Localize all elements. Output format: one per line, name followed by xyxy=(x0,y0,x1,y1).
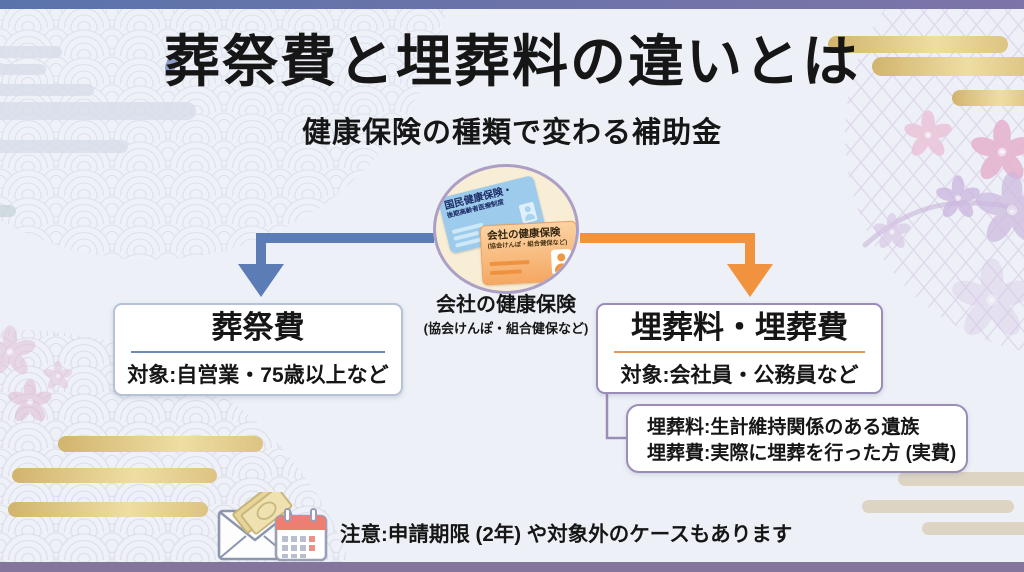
lattice-pattern-top-right xyxy=(845,0,1024,352)
funeral-box-divider xyxy=(131,351,385,354)
beige-cloud xyxy=(898,472,1024,486)
gold-cloud xyxy=(8,502,208,517)
top-border-bar xyxy=(0,0,1024,9)
person-icon xyxy=(523,205,531,213)
gold-cloud xyxy=(952,90,1024,106)
gold-cloud xyxy=(872,57,1024,76)
money-icon xyxy=(232,492,293,535)
kasumi-cloud xyxy=(0,64,46,75)
flow-arrow-right xyxy=(580,233,773,297)
burial-box-target: 対象:会社員・公務員など xyxy=(620,364,859,388)
circle-caption-note: (協会けんぽ・組合健保など) xyxy=(423,321,589,336)
footer-note-text: 注意:申請期限 (2年) や対象外のケースもあります xyxy=(340,523,793,546)
beige-cloud xyxy=(862,500,1014,513)
gold-cloud xyxy=(12,468,217,483)
detail-box-connector xyxy=(605,393,627,440)
photo-placeholder xyxy=(550,248,573,275)
company-insurance-card: 会社の健康保険 (協会けんぽ・組合健保など) xyxy=(479,220,576,286)
beige-cloud xyxy=(922,522,1024,535)
burial-detail-box: 埋葬料:生計維持関係のある遺族 埋葬費:実際に埋葬を行った方 (実費) xyxy=(626,404,968,473)
insurance-cards-illustration: 国民健康保険・ 後期高齢者医療制度 会社の健康保険 (協会けんぽ・組合健保など) xyxy=(433,164,579,294)
kasumi-cloud xyxy=(0,102,196,120)
funeral-box-target: 対象:自営業・75歳以上など xyxy=(127,364,389,388)
flow-arrow-left xyxy=(238,233,434,297)
kasumi-cloud xyxy=(0,140,128,153)
kasumi-cloud xyxy=(0,205,16,217)
photo-placeholder xyxy=(518,201,538,224)
person-icon xyxy=(557,253,566,262)
bottom-border-bar xyxy=(0,562,1024,572)
card-stripe xyxy=(489,260,530,267)
calendar-icon xyxy=(274,508,328,562)
funeral-box-title: 葬祭費 xyxy=(211,310,305,345)
kasumi-cloud xyxy=(0,84,94,96)
page-title: 葬祭費と埋葬料の違いとは xyxy=(164,30,860,93)
gold-cloud xyxy=(828,36,1008,53)
page-subtitle: 健康保険の種類で変わる補助金 xyxy=(301,117,722,149)
burial-box-divider xyxy=(614,351,865,354)
circle-caption: 会社の健康保険 (協会けんぽ・組合健保など) xyxy=(381,288,631,337)
burial-detail-line2: 埋葬費:実際に埋葬を行った方 (実費) xyxy=(647,443,957,464)
kasumi-cloud xyxy=(0,46,62,58)
burial-detail-line1: 埋葬料:生計維持関係のある遺族 xyxy=(647,417,920,438)
burial-box-title: 埋葬料・埋葬費 xyxy=(631,310,848,345)
envelope-money-calendar-icon xyxy=(217,492,328,562)
seigaiha-pattern-top-left xyxy=(0,0,448,260)
funeral-expense-box: 葬祭費 対象:自営業・75歳以上など xyxy=(113,303,403,396)
circle-caption-title: 会社の健康保険 xyxy=(436,294,576,316)
burial-fee-box: 埋葬料・埋葬費 対象:会社員・公務員など xyxy=(596,303,883,394)
card-stripe xyxy=(489,269,523,276)
gold-cloud xyxy=(58,436,263,452)
